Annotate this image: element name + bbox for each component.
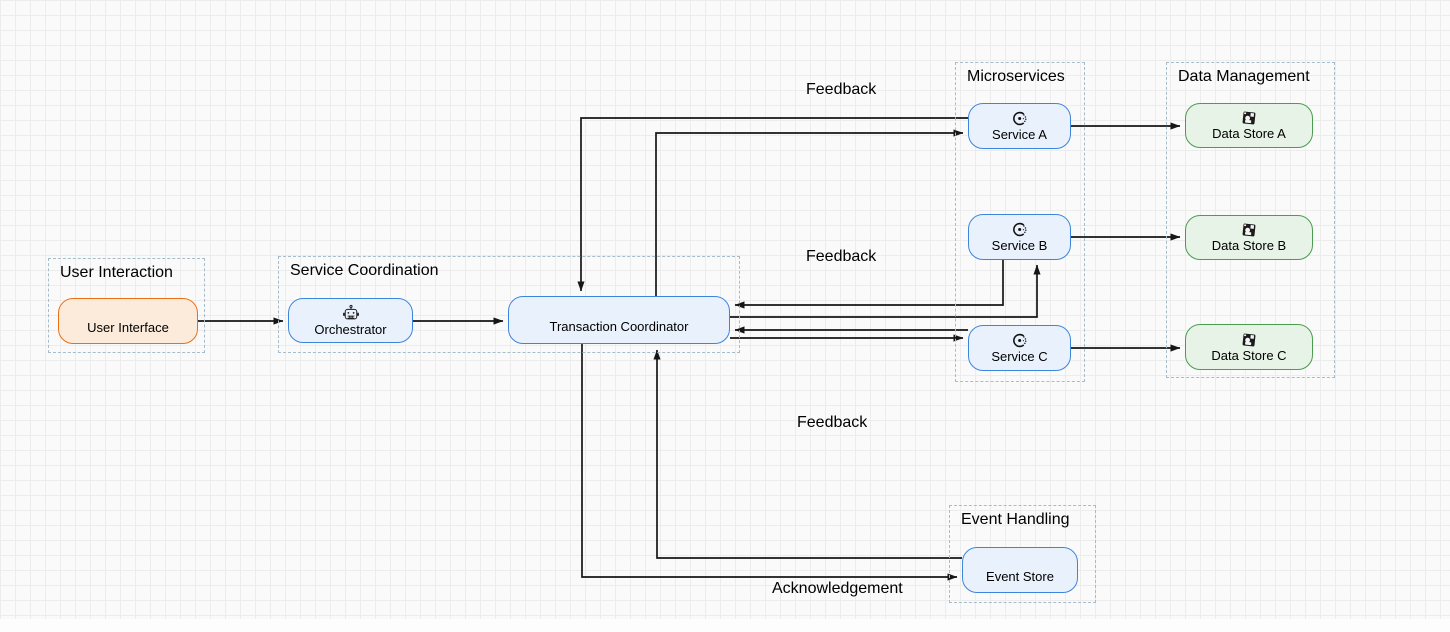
node-label: Service A [992, 127, 1047, 142]
node-label: Data Store B [1211, 238, 1287, 253]
node-service-a[interactable]: Service A [968, 103, 1071, 149]
group-service-coordination[interactable]: Service Coordination [278, 256, 740, 353]
edge-transaction-coordinator-to-service-b[interactable] [730, 264, 1041, 318]
node-transaction-coordinator[interactable]: Transaction Coordinator [508, 296, 730, 344]
node-data-store-b[interactable]: Data Store B [1185, 215, 1313, 260]
node-service-b[interactable]: Service B [968, 214, 1071, 260]
service-icon [1011, 110, 1028, 127]
storage-icon [1240, 331, 1258, 349]
robot-icon [342, 304, 360, 322]
node-label: User Interface [87, 319, 169, 335]
node-label: Data Store C [1211, 347, 1287, 363]
group-event-handling[interactable]: Event Handling [949, 505, 1096, 603]
node-data-store-c[interactable]: Data Store C [1185, 324, 1313, 370]
node-service-c[interactable]: Service C [968, 325, 1071, 371]
group-title: Event Handling [961, 511, 1070, 528]
edge-transaction-coordinator-to-event-store[interactable] [581, 344, 958, 581]
group-user-interaction[interactable]: User Interaction [48, 258, 205, 353]
group-microservices[interactable]: Microservices [955, 62, 1085, 382]
node-label: Transaction Coordinator [549, 318, 689, 334]
node-label: Service C [991, 349, 1048, 364]
service-icon [1011, 221, 1028, 238]
edge-event-store-to-transaction-coordinator[interactable] [653, 349, 962, 559]
group-data-management[interactable]: Data Management [1166, 62, 1335, 378]
edge-label-feedback-service-c: Feedback [797, 414, 868, 431]
node-label: Service B [991, 238, 1048, 253]
storage-icon [1240, 221, 1258, 239]
edge-label-acknowledgement: Acknowledgement [772, 580, 903, 597]
edge-service-a-to-transaction-coordinator[interactable] [577, 117, 968, 292]
node-label: Orchestrator [314, 322, 387, 337]
node-label: Data Store A [1212, 126, 1286, 141]
canvas-bottom-margin [0, 619, 1450, 632]
group-title: User Interaction [60, 264, 173, 281]
node-event-store[interactable]: Event Store [962, 547, 1078, 593]
edge-label-feedback-service-a: Feedback [806, 81, 877, 98]
group-title: Microservices [967, 68, 1065, 85]
node-data-store-a[interactable]: Data Store A [1185, 103, 1313, 148]
group-title: Data Management [1178, 68, 1310, 85]
edge-transaction-coordinator-to-service-a[interactable] [655, 129, 964, 296]
node-user-interface[interactable]: User Interface [58, 298, 198, 344]
edge-service-b-to-transaction-coordinator[interactable] [734, 260, 1004, 309]
storage-icon [1240, 109, 1258, 127]
node-label: Event Store [986, 568, 1054, 584]
service-icon [1011, 332, 1028, 349]
edge-label-feedback-service-b: Feedback [806, 248, 877, 265]
group-title: Service Coordination [290, 262, 439, 279]
node-orchestrator[interactable]: Orchestrator [288, 298, 413, 343]
